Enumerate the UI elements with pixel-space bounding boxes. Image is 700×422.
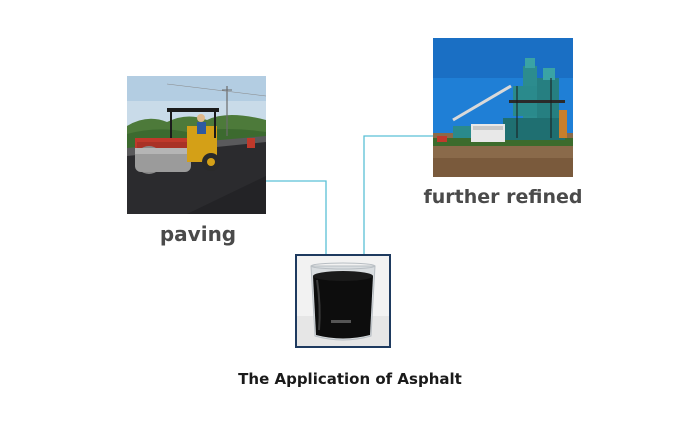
paving-label: paving (150, 222, 246, 246)
connector-paving (266, 181, 326, 254)
road-roller-photo (127, 76, 266, 214)
asphalt-beaker-photo (295, 254, 391, 348)
further-refined-label: further refined (420, 186, 586, 208)
diagram-caption: The Application of Asphalt (200, 370, 500, 388)
asphalt-plant-photo (433, 38, 573, 177)
